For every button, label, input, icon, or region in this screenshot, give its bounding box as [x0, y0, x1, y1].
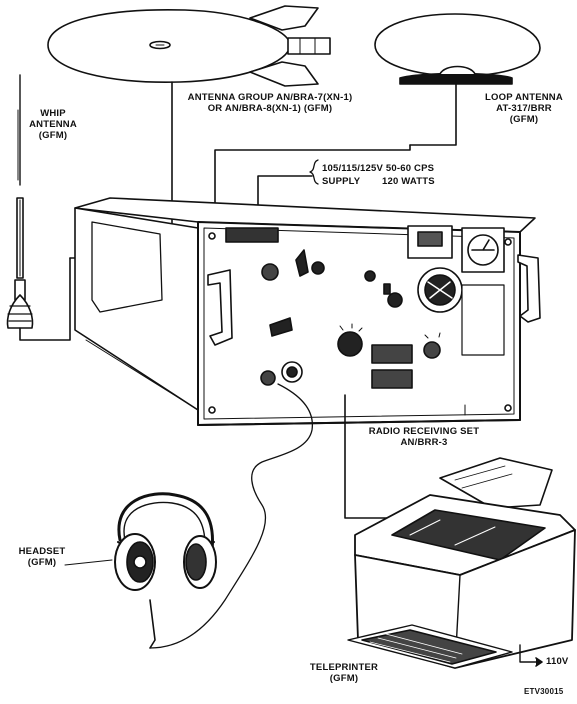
antenna-group-line1: ANTENNA GROUP AN/BRA-7(XN-1) [187, 92, 353, 103]
antenna-group-label: ANTENNA GROUP AN/BRA-7(XN-1) OR AN/BRA-8… [176, 92, 364, 114]
radio-set-line1: RADIO RECEIVING SET [368, 426, 480, 437]
loop-antenna-line3: (GFM) [509, 114, 539, 125]
whip-antenna-line1: WHIP [40, 108, 66, 119]
supply-line1: 105/115/125V 50-60 CPS [322, 163, 435, 174]
radio-set-label: RADIO RECEIVING SET AN/BRR-3 [364, 426, 484, 448]
radio-set-line2: AN/BRR-3 [400, 437, 448, 448]
antenna-group-line2: OR AN/BRA-8(XN-1) (GFM) [207, 103, 333, 114]
whip-antenna-line3: (GFM) [38, 130, 68, 141]
teleprinter [347, 457, 576, 669]
teleprinter-label: TELEPRINTER (GFM) [302, 662, 386, 684]
whip-antenna [6, 74, 96, 341]
headset-label: HEADSET (GFM) [12, 546, 72, 568]
supply-line2: SUPPLY [322, 176, 361, 187]
teleprinter-line1: TELEPRINTER [309, 662, 379, 673]
whip-antenna-label: WHIP ANTENNA (GFM) [24, 108, 82, 141]
teleprinter-line2: (GFM) [329, 673, 359, 684]
whip-antenna-line2: ANTENNA [29, 119, 77, 130]
supply-watts: 120 WATTS [382, 176, 435, 187]
headset-line1: HEADSET [18, 546, 66, 557]
figure-id: ETV30015 [524, 687, 564, 696]
loop-antenna-line1: LOOP ANTENNA [485, 92, 563, 103]
loop-antenna-line2: AT-317/BRR [496, 103, 552, 114]
headset [114, 492, 217, 649]
radio-receiving-set [74, 197, 541, 426]
headset-line2: (GFM) [27, 557, 57, 568]
headset-cord [149, 383, 313, 649]
antenna-group-blimp [47, 5, 331, 229]
teleprinter-cable [344, 394, 396, 519]
power-110v-label: 110V [546, 656, 569, 667]
loop-antenna [214, 13, 541, 233]
loop-antenna-label: LOOP ANTENNA AT-317/BRR (GFM) [478, 92, 570, 125]
leader-lines [64, 404, 466, 566]
